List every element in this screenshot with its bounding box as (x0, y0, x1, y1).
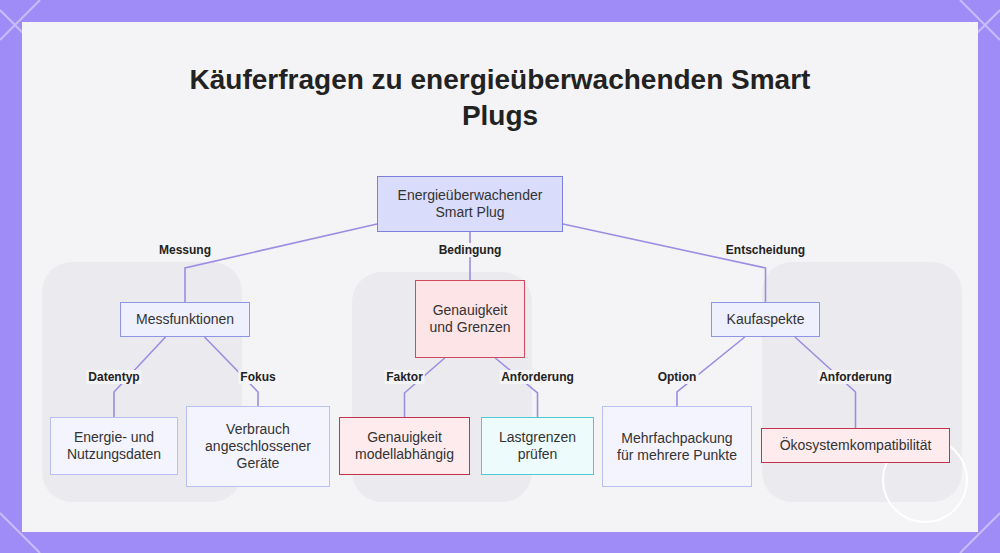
box-text-group: Ökosystemkompatibilität (780, 437, 932, 454)
box-text: Lastgrenzen prüfen (490, 429, 585, 463)
topic-box: Verbrauch angeschlossener Geräte (186, 406, 330, 487)
edge-label: Entscheidung (724, 243, 807, 257)
connector-line (185, 224, 377, 302)
box-text: Ökosystemkompatibilität (780, 437, 932, 454)
box-text-group: Lastgrenzen prüfen (490, 429, 585, 463)
box-text: Verbrauch angeschlossener Geräte (199, 421, 317, 472)
box-text: Energieüberwachender Smart Plug (390, 187, 550, 221)
diagram-title: Käuferfragen zu energieüberwachenden Sma… (150, 62, 850, 134)
connector-line (405, 358, 445, 417)
connector-line (495, 358, 537, 417)
box-text: Messfunktionen (136, 311, 234, 328)
box-text-group: Energie- und Nutzungsdaten (59, 429, 169, 463)
box-text: Energie- und Nutzungsdaten (59, 429, 169, 463)
edge-label: Option (656, 370, 699, 384)
edge-label: Messung (157, 243, 213, 257)
edge-label: Anforderung (817, 370, 894, 384)
topic-box: Energieüberwachender Smart Plug (377, 176, 563, 232)
edge-label: Bedingung (437, 243, 504, 257)
topic-box: Energie- und Nutzungsdaten (50, 417, 178, 475)
edge-label: Fokus (238, 370, 277, 384)
box-text-group: Energieüberwachender Smart Plug (390, 187, 550, 221)
box-text: Genauigkeit und Grenzen (428, 302, 512, 336)
box-text: Kaufaspekte (727, 311, 805, 328)
topic-box: Genauigkeit modellabhängig (339, 417, 470, 475)
edge-label: Datentyp (86, 370, 141, 384)
box-text: Mehrfachpackung für mehrere Punkte (617, 430, 737, 464)
box-text-group: Genauigkeit und Grenzen (428, 302, 512, 336)
topic-box: Mehrfachpackung für mehrere Punkte (602, 406, 752, 487)
box-text-group: Verbrauch angeschlossener Geräte (199, 421, 317, 472)
box-text: Genauigkeit modellabhängig (348, 429, 461, 463)
topic-box: Ökosystemkompatibilität (761, 428, 950, 463)
topic-box: Genauigkeit und Grenzen (415, 280, 525, 358)
edge-label: Faktor (384, 370, 425, 384)
box-text-group: Kaufaspekte (727, 311, 805, 328)
box-text-group: Genauigkeit modellabhängig (348, 429, 461, 463)
topic-box: Lastgrenzen prüfen (481, 417, 594, 475)
box-text-group: Messfunktionen (136, 311, 234, 328)
edge-label: Anforderung (499, 370, 576, 384)
topic-box: Messfunktionen (120, 302, 250, 337)
topic-box: Kaufaspekte (711, 302, 820, 337)
connector-line (563, 224, 766, 302)
box-text-group: Mehrfachpackung für mehrere Punkte (617, 430, 737, 464)
